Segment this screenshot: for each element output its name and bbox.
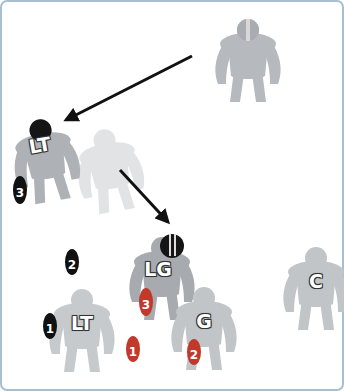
step-number-text: 3 bbox=[142, 298, 150, 312]
center-player bbox=[283, 247, 344, 330]
footprint bbox=[65, 249, 79, 275]
step-number-text: 1 bbox=[129, 345, 137, 359]
step-number: 1 bbox=[46, 319, 54, 337]
jersey-letters: C bbox=[309, 270, 323, 292]
jersey-letters: LT bbox=[71, 312, 93, 334]
footprint bbox=[187, 339, 201, 365]
step-number-text: 1 bbox=[46, 322, 54, 336]
defender bbox=[215, 19, 280, 102]
footprint bbox=[126, 336, 140, 362]
step-number-text: 3 bbox=[16, 186, 24, 200]
block-arrow bbox=[120, 170, 168, 222]
footprint bbox=[139, 288, 153, 316]
jersey-label: G bbox=[194, 311, 214, 333]
step-number: 2 bbox=[190, 345, 198, 363]
jersey-letters: LT bbox=[27, 132, 52, 157]
jersey-label: LT bbox=[69, 313, 95, 335]
footprint bbox=[43, 313, 57, 339]
step-number: 1 bbox=[129, 342, 137, 360]
tackle-player bbox=[6, 114, 85, 207]
step-number: 3 bbox=[142, 295, 150, 313]
step-number-text: 2 bbox=[190, 348, 198, 362]
block-arrow bbox=[66, 56, 192, 120]
jersey-label: LT bbox=[25, 133, 54, 159]
step-number: 3 bbox=[16, 183, 24, 201]
jersey-label: LG bbox=[142, 259, 174, 281]
step-number-text: 2 bbox=[68, 258, 76, 272]
jersey-letters: LG bbox=[144, 258, 172, 280]
jersey-letters: G bbox=[196, 310, 212, 332]
tackle-player bbox=[49, 289, 114, 372]
footprint bbox=[13, 176, 27, 204]
guard-player bbox=[171, 287, 236, 370]
jersey-label: C bbox=[307, 271, 325, 293]
ghost-defender bbox=[70, 124, 149, 217]
step-number: 2 bbox=[68, 255, 76, 273]
